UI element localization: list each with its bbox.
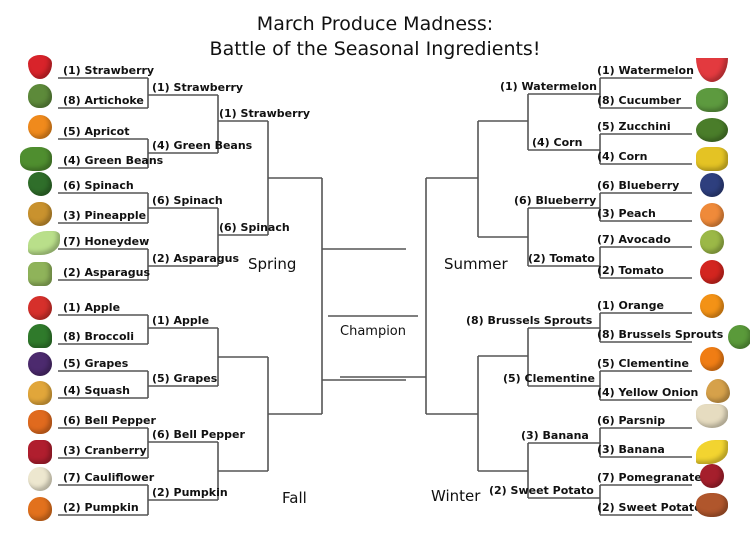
region-spring: Spring (248, 255, 297, 273)
champion-label: Champion (340, 324, 407, 339)
cranberry-icon (28, 440, 52, 464)
zucchini-icon (696, 118, 728, 142)
right-r1-slot: (2) Sweet Potato (597, 501, 702, 514)
right-r2-slot: (4) Corn (532, 136, 583, 149)
left-r1-slot: (2) Pumpkin (63, 501, 139, 514)
right-r2-slot: (2) Tomato (528, 252, 595, 265)
pineapple-icon (28, 202, 52, 226)
right-r1-slot: (6) Blueberry (597, 179, 680, 192)
right-r1-slot: (7) Avocado (597, 233, 671, 246)
right-r1-slot: (3) Banana (597, 443, 665, 456)
blueberry-icon (700, 173, 724, 197)
left-r1-slot: (1) Strawberry (63, 64, 155, 77)
apricot-icon (28, 115, 52, 139)
left-r1-slot: (6) Spinach (63, 179, 134, 192)
right-r1-slot: (5) Clementine (597, 357, 689, 370)
title-line-1: March Produce Madness: (256, 13, 494, 35)
left-r1-slot: (7) Cauliflower (63, 471, 155, 484)
left-r2-slot: (4) Green Beans (152, 139, 253, 152)
clementine-icon (700, 347, 724, 371)
title-line-2: Battle of the Seasonal Ingredients! (209, 38, 541, 60)
left-r1-slot: (7) Honeydew (63, 235, 150, 248)
cucumber-icon (696, 88, 728, 112)
left-r1-slot: (8) Artichoke (63, 94, 144, 107)
bell-pepper-icon (28, 410, 52, 434)
right-r1-slot: (4) Yellow Onion (597, 386, 699, 399)
right-r1-slot: (4) Corn (597, 150, 648, 163)
artichoke-icon (28, 84, 52, 108)
left-r3-slot: (1) Strawberry (219, 107, 311, 120)
left-r2-slot: (1) Strawberry (152, 81, 244, 94)
left-r1-slot: (2) Asparagus (63, 266, 150, 279)
left-r2-slot: (6) Bell Pepper (152, 428, 245, 441)
spinach-icon (28, 172, 52, 196)
squash-icon (28, 381, 52, 405)
right-r1-slot: (1) Orange (597, 299, 664, 312)
right-r2-slot: (3) Banana (521, 429, 589, 442)
left-r1-slot: (5) Grapes (63, 357, 129, 370)
strawberry-icon (28, 55, 52, 79)
right-r2-slot: (8) Brussels Sprouts (466, 314, 593, 327)
region-winter: Winter (431, 487, 481, 505)
right-r1-slot: (8) Cucumber (597, 94, 682, 107)
left-r1-slot: (3) Cranberry (63, 444, 147, 457)
brussels-sprouts-icon (728, 325, 750, 349)
cauliflower-icon (28, 467, 52, 491)
pomegranate-icon (700, 464, 724, 488)
left-r1-slot: (4) Squash (63, 384, 130, 397)
right-r2-slot: (6) Blueberry (514, 194, 597, 207)
apple-icon (28, 296, 52, 320)
right-r2-slot: (1) Watermelon (500, 80, 597, 93)
tomato-icon (700, 260, 724, 284)
left-r1-slot: (4) Green Beans (63, 154, 164, 167)
parsnip-icon (696, 404, 728, 428)
pumpkin-icon (28, 497, 52, 521)
right-r1-slot: (6) Parsnip (597, 414, 666, 427)
peach-icon (700, 203, 724, 227)
left-r1-slot: (6) Bell Pepper (63, 414, 156, 427)
left-r3-slot: (6) Spinach (219, 221, 290, 234)
broccoli-icon (28, 324, 52, 348)
right-r1-slot: (3) Peach (597, 207, 656, 220)
right-r2-slot: (5) Clementine (503, 372, 595, 385)
corn-icon (696, 147, 728, 171)
left-r2-slot: (5) Grapes (152, 372, 218, 385)
orange-icon (700, 294, 724, 318)
avocado-icon (700, 230, 724, 254)
region-summer: Summer (444, 255, 508, 273)
region-fall: Fall (282, 489, 307, 507)
left-r2-slot: (1) Apple (152, 314, 210, 327)
left-r2-slot: (2) Asparagus (152, 252, 239, 265)
right-r1-slot: (2) Tomato (597, 264, 664, 277)
left-r2-slot: (2) Pumpkin (152, 486, 228, 499)
left-r1-slot: (3) Pineapple (63, 209, 147, 222)
right-r1-slot: (1) Watermelon (597, 64, 694, 77)
yellow-onion-icon (706, 379, 730, 403)
right-r1-slot: (8) Brussels Sprouts (597, 328, 724, 341)
right-r2-slot: (2) Sweet Potato (489, 484, 594, 497)
asparagus-icon (28, 262, 52, 286)
left-r1-slot: (5) Apricot (63, 125, 130, 138)
sweet-potato-icon (696, 493, 728, 517)
left-r2-slot: (6) Spinach (152, 194, 223, 207)
right-r1-slot: (7) Pomegranate (597, 471, 702, 484)
right-r1-slot: (5) Zucchini (597, 120, 671, 133)
grapes-icon (28, 352, 52, 376)
left-r1-slot: (1) Apple (63, 301, 121, 314)
left-r1-slot: (8) Broccoli (63, 330, 135, 343)
green-beans-icon (20, 147, 52, 171)
